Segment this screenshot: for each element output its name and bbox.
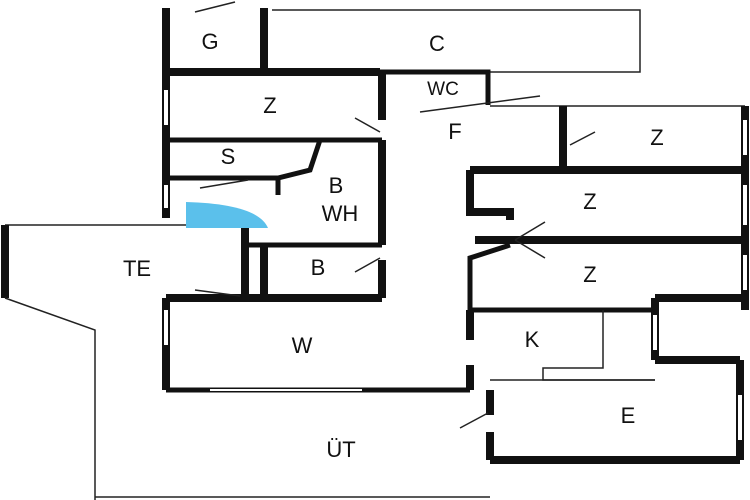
- room-label-k: K: [525, 327, 540, 352]
- room-label-g: G: [201, 29, 218, 54]
- room-label-f: F: [448, 119, 461, 144]
- room-label-ut: ÜT: [326, 437, 355, 462]
- room-label-c: C: [429, 31, 445, 56]
- room-label-w: W: [292, 333, 313, 358]
- room-label-te: TE: [123, 256, 151, 281]
- room-label-z1: Z: [263, 93, 276, 118]
- room-label-wc: WC: [427, 79, 459, 100]
- room-label-e: E: [621, 403, 636, 428]
- shower-accent: [186, 202, 268, 228]
- room-label-z2: Z: [650, 125, 663, 150]
- windows: [164, 90, 747, 440]
- room-label-s: S: [221, 144, 236, 169]
- room-label-b1: B: [329, 173, 344, 198]
- room-label-z3: Z: [583, 189, 596, 214]
- room-label-wh: WH: [322, 201, 359, 226]
- room-label-b2: B: [311, 255, 326, 280]
- room-label-z4: Z: [583, 262, 596, 287]
